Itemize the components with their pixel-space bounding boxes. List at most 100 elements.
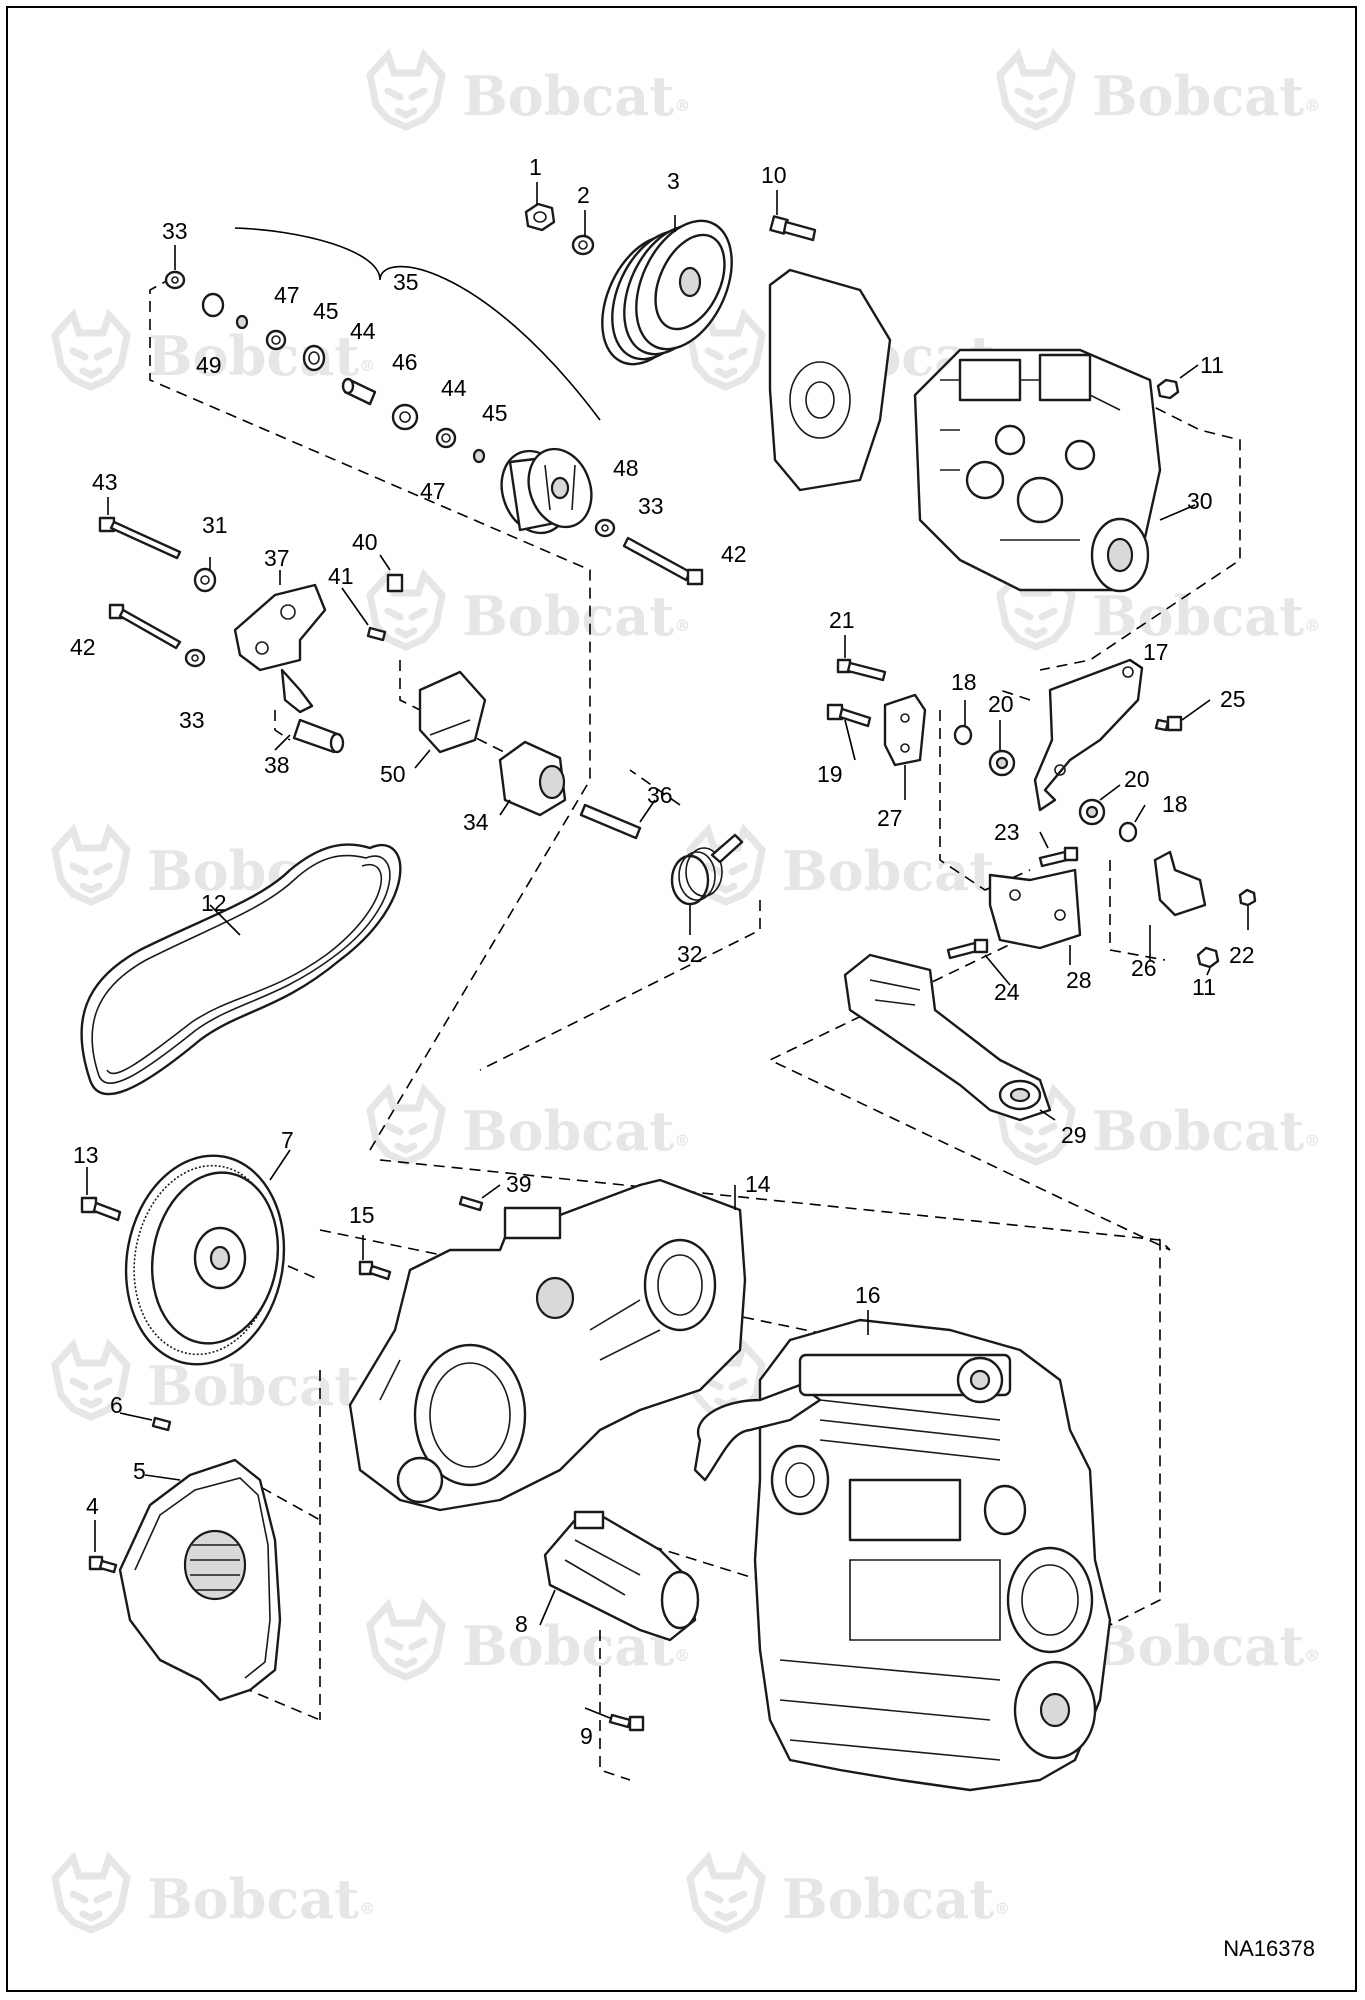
tensioner-arm-37: [233, 583, 327, 714]
flywheel-housing-14: [348, 1178, 747, 1512]
registered-mark: ®: [1304, 616, 1320, 635]
watermark: Bobcat®: [370, 55, 690, 128]
starter-motor-8: [543, 1510, 700, 1642]
callout-label: 40: [352, 529, 378, 555]
bolt-4: [88, 1555, 118, 1574]
watermark: Bobcat®: [1000, 55, 1320, 128]
watermark: Bobcat®: [55, 315, 375, 388]
callout-label: 31: [202, 512, 228, 538]
bolt-25: [1154, 715, 1183, 732]
watermark: Bobcat®: [55, 1345, 375, 1418]
bearing-44-b: [391, 403, 419, 431]
callout-label: 21: [829, 607, 855, 633]
washer-31: [193, 567, 217, 593]
callout-label: 5: [133, 1458, 146, 1484]
callout-label: 38: [264, 752, 290, 778]
callout-label: 14: [745, 1171, 771, 1197]
washer-33-left: [184, 648, 206, 668]
callout-labels: 1 2 3 10 33 35 47 45 44 46 44 45 47 48 3…: [70, 154, 1255, 1749]
watermark-text: Bobcat®: [782, 1867, 1010, 1931]
registered-mark: ®: [1304, 1131, 1320, 1150]
callout-label: 27: [877, 805, 903, 831]
callout-label: 28: [1066, 967, 1092, 993]
bolt-13: [80, 1196, 122, 1222]
callout-label: 48: [613, 455, 639, 481]
callout-label: 10: [761, 162, 787, 188]
callout-label: 41: [328, 563, 354, 589]
bracket-28: [988, 868, 1082, 950]
callout-label: 3: [667, 168, 680, 194]
bolt-10: [769, 215, 817, 242]
callout-label: 7: [281, 1127, 294, 1153]
bushing-20-b: [1078, 798, 1106, 826]
watermark: Bobcat®: [370, 575, 690, 648]
damper-50: [418, 670, 487, 754]
callout-label: 20: [1124, 766, 1150, 792]
callout-label: 11: [1200, 352, 1224, 378]
watermark-text: Bobcat®: [1092, 64, 1320, 128]
watermark: Bobcat®: [690, 1858, 1010, 1931]
callout-label: 44: [350, 318, 376, 344]
callout-label: 19: [817, 761, 843, 787]
watermark-text: Bobcat®: [147, 1867, 375, 1931]
leader-lines: [86, 182, 1249, 1719]
watermark-text: Bobcat®: [462, 584, 690, 648]
plate-26: [1153, 850, 1207, 917]
watermark: Bobcat®: [1000, 575, 1320, 648]
hydraulic-pump-30: [913, 348, 1162, 593]
callout-label: 23: [994, 819, 1020, 845]
callout-label: 33: [162, 218, 188, 244]
watermark-layer: Bobcat® Bobcat® Bobcat® Bobcat® Bobcat® …: [55, 55, 1320, 1931]
callout-label: 42: [721, 541, 747, 567]
registered-mark: ®: [674, 616, 690, 635]
callout-label: 15: [349, 1202, 375, 1228]
callout-label: 50: [380, 761, 406, 787]
bolt-42-left: [108, 603, 182, 650]
watermark-text: Bobcat®: [1092, 1099, 1320, 1163]
pulley-3: [601, 219, 733, 366]
registered-mark: ®: [674, 1131, 690, 1150]
spacer-38: [292, 718, 345, 754]
nut-11-lower: [1196, 946, 1220, 969]
callout-label: 33: [638, 493, 664, 519]
nut-22: [1238, 888, 1257, 907]
bolt-9: [608, 1713, 645, 1732]
callout-label: 43: [92, 469, 118, 495]
callout-label: 46: [392, 349, 418, 375]
engine-16: [693, 1318, 1112, 1792]
registered-mark: ®: [1304, 96, 1320, 115]
screw-41: [366, 626, 387, 642]
watermark: Bobcat®: [1000, 1605, 1320, 1678]
callout-label: 16: [855, 1282, 881, 1308]
bushing-20-a: [988, 749, 1016, 777]
watermark-text: Bobcat®: [1092, 1614, 1320, 1678]
callout-label: 42: [70, 634, 96, 660]
bolt-42-top: [622, 536, 704, 586]
callout-label: 45: [313, 298, 339, 324]
callout-label: 1: [529, 154, 542, 180]
drive-belt-12: [80, 843, 402, 1096]
watermark: Bobcat®: [1000, 1090, 1320, 1163]
washer-45-b: [435, 427, 457, 449]
callout-label: 13: [73, 1142, 99, 1168]
bolt-24: [946, 938, 989, 960]
callout-label: 4: [86, 1493, 99, 1519]
callout-label: 22: [1229, 942, 1255, 968]
tensioner-body-34: [498, 740, 567, 817]
callout-label: 47: [420, 478, 446, 504]
callout-label: 45: [482, 400, 508, 426]
callout-label: 20: [988, 691, 1014, 717]
drawing-border: [6, 6, 1357, 1992]
callout-label: 26: [1131, 955, 1157, 981]
pin-36: [579, 803, 642, 840]
registered-mark: ®: [359, 356, 375, 375]
callout-label: 44: [441, 375, 467, 401]
idler-pulley-48: [500, 447, 593, 535]
callout-label: 9: [580, 1723, 593, 1749]
watermark-text: Bobcat®: [782, 839, 1010, 903]
callout-label: 34: [463, 809, 489, 835]
registered-mark: ®: [994, 1899, 1010, 1918]
bolt-19: [826, 703, 872, 728]
screw-6: [151, 1416, 172, 1432]
watermark: Bobcat®: [690, 830, 1010, 903]
